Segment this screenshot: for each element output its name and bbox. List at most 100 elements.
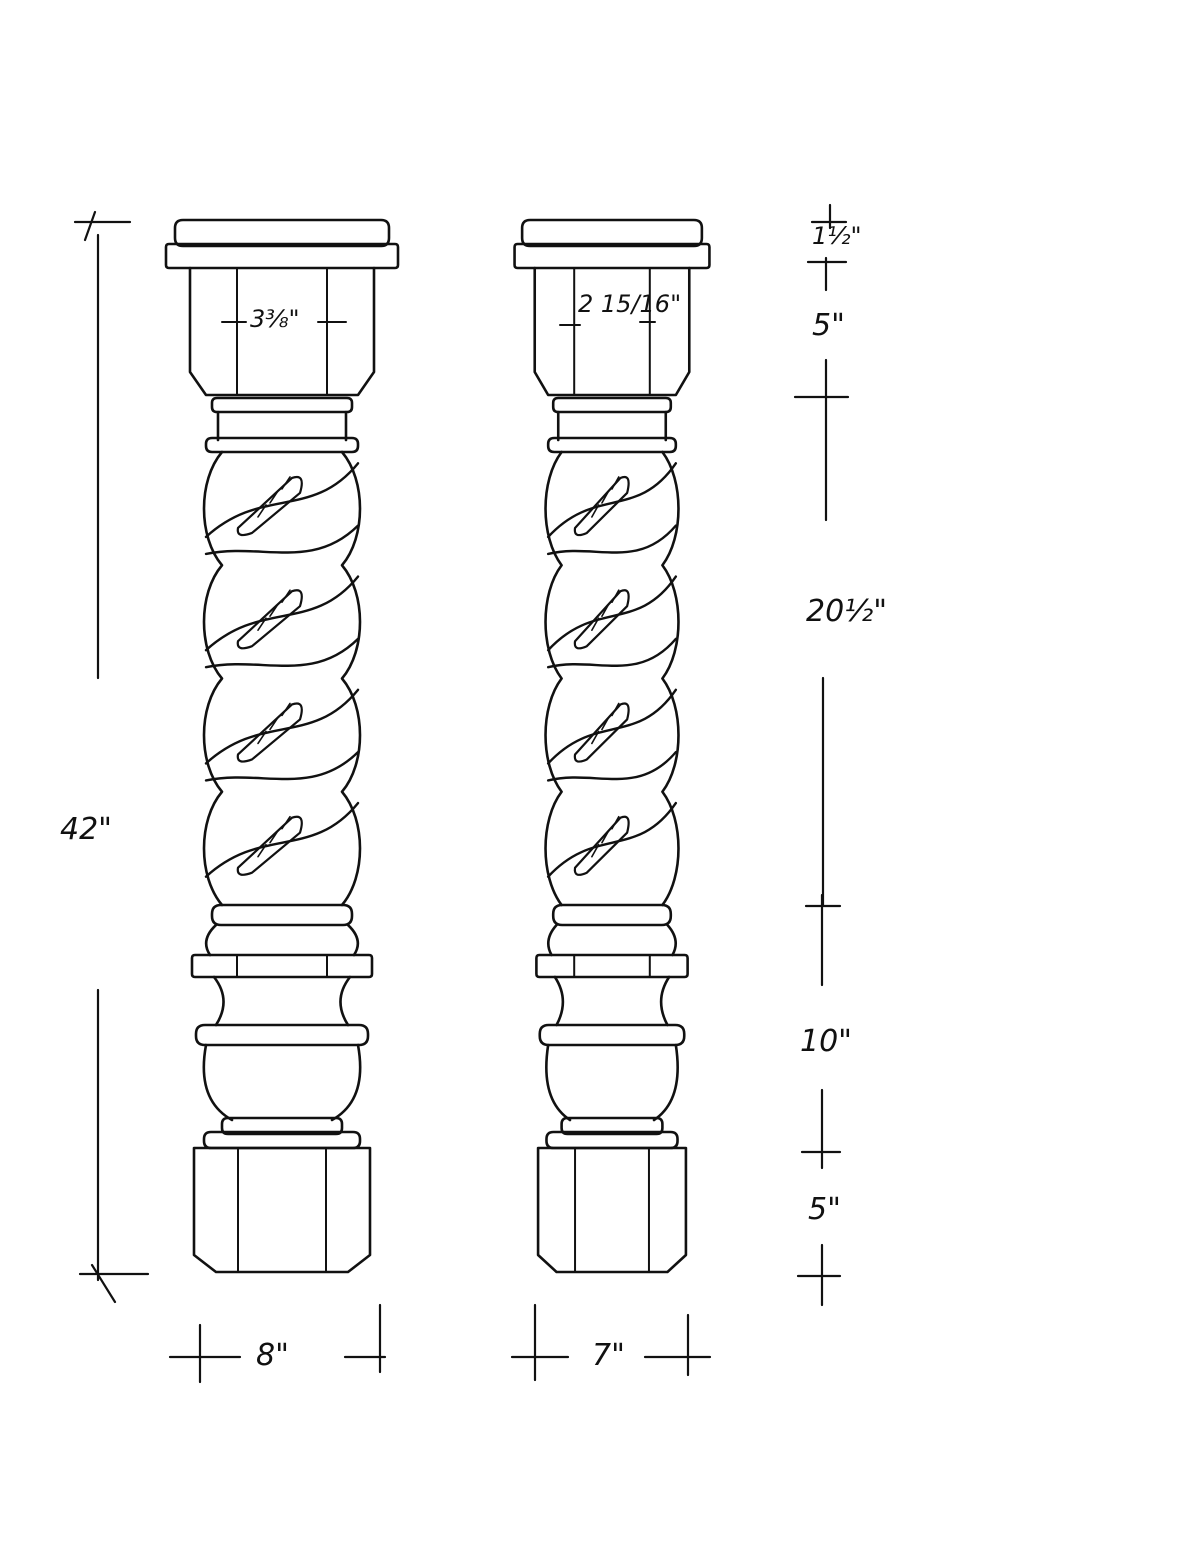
left-column-slot-hatch (269, 490, 279, 504)
right-column-cap-top (520, 218, 704, 248)
right-column-twist-right-edge (661, 450, 680, 907)
left-column-twist-strand (204, 688, 360, 765)
left-column-collar (216, 410, 348, 442)
left-column-twist-slot (236, 702, 303, 763)
right-column-twist-strand (546, 801, 678, 878)
right-column-slot-hatch (611, 815, 620, 830)
left-column-twist-strand (204, 801, 360, 878)
left-column-slot-hatch (257, 617, 267, 632)
left-column-cap-molding (164, 242, 400, 270)
left-column-base-ring (220, 1116, 344, 1136)
right-column-collar-bead (546, 436, 678, 454)
left-column-lower-bead (210, 903, 354, 927)
right-column-twist-strand (546, 462, 678, 539)
right-column-cap-molding (513, 242, 711, 270)
left-column-base-facets (237, 1147, 327, 1273)
left-column-base-block (192, 1146, 372, 1274)
label-left-width: 8" (256, 1338, 289, 1373)
label-overall-height: 42" (60, 812, 112, 847)
overall-height-dimension-line (73, 210, 150, 1304)
right-column-twist-left-edge (544, 450, 563, 907)
right-column-slot-hatch (591, 843, 600, 858)
left-column-vase (202, 1043, 362, 1122)
right-column-twist-slot (573, 702, 630, 763)
right-column-slot-hatch (601, 603, 610, 618)
left-column-slot-hatch (281, 476, 291, 490)
right-column-base-ring (560, 1116, 664, 1136)
left-column-twist-strand (204, 575, 360, 652)
right-column-base-facets (574, 1147, 650, 1273)
right-column-slot-hatch (611, 476, 620, 490)
label-upper-block-height: 5" (812, 308, 845, 343)
left-column-slot-hatch (281, 702, 291, 717)
left-column-twist-right-edge (340, 450, 362, 907)
left-column-upper-block-facets (236, 267, 328, 396)
right-column-lower-cove (546, 923, 678, 957)
right-column-slot-hatch (591, 504, 600, 518)
right-column-band-facets (573, 954, 651, 978)
right-column-twist-strand (546, 575, 678, 652)
left-width-dimension-line (168, 1303, 387, 1384)
right-column-twist-strand (546, 637, 678, 669)
right-column-slot-hatch (601, 716, 610, 731)
right-column-collar (556, 410, 668, 442)
right-column-slot-hatch (601, 490, 610, 504)
right-column-twist-strand (546, 750, 678, 782)
right-column-twist-slot (573, 815, 630, 876)
right-column-neck (553, 975, 671, 1027)
left-column-slot-hatch (257, 843, 267, 858)
left-column-twist-strand (204, 637, 360, 669)
left-column-neck-bead (194, 1023, 370, 1047)
right-column-slot-hatch (601, 829, 610, 844)
right-column-slot-hatch (591, 730, 600, 745)
right-column-base-block (536, 1146, 688, 1274)
right-column-middle-band (535, 953, 689, 979)
label-lower-turning-height: 10" (800, 1024, 852, 1059)
left-column-slot-hatch (257, 504, 267, 518)
label-left-block-face: 3⅜" (250, 305, 300, 333)
right-width-dimension-line (510, 1303, 712, 1382)
right-dimension-chain (793, 203, 850, 1307)
left-column-slot-hatch (257, 730, 267, 745)
left-column-slot-hatch (281, 815, 291, 830)
left-column-twist-left-edge (202, 450, 224, 907)
left-column-middle-band (190, 953, 374, 979)
left-column-collar-bead (204, 436, 360, 454)
right-column-neck-bead (538, 1023, 686, 1047)
left-column-cap-top (173, 218, 391, 248)
left-column-neck (212, 975, 352, 1027)
label-base-height: 5" (808, 1192, 841, 1227)
right-column-slot-hatch (611, 589, 620, 604)
right-column-twist-strand (546, 688, 678, 765)
left-column-twist-strand (204, 750, 360, 782)
right-column-collar-ring (551, 396, 673, 414)
right-column-upper-block (533, 266, 691, 397)
label-cap-height: 1½" (812, 222, 862, 250)
right-column-vase (545, 1043, 679, 1122)
label-right-block-face: 2 15/16" (578, 290, 682, 318)
left-column-slot-hatch (269, 716, 279, 731)
left-column-upper-block (188, 266, 376, 397)
right-column-slot-hatch (591, 617, 600, 632)
label-right-width: 7" (592, 1338, 625, 1373)
right-column-slot-hatch (611, 702, 620, 717)
right-column-twist-slot (573, 589, 630, 650)
left-column-twist-slot (236, 589, 303, 650)
left-column-band-facets (236, 954, 328, 978)
left-column-slot-hatch (269, 603, 279, 618)
right-column-upper-block-facets (573, 267, 651, 396)
left-column-lower-cove (204, 923, 360, 957)
block-face-dimension-ticks (221, 321, 656, 326)
right-column-twist-strand (546, 524, 678, 556)
right-column-twist-slot (573, 475, 630, 537)
left-column-twist-strand (204, 462, 360, 539)
left-column-slot-hatch (269, 829, 279, 844)
left-column-slot-hatch (281, 589, 291, 604)
left-column-collar-ring (210, 396, 354, 414)
left-column-twist-strand (204, 524, 360, 556)
left-column-twist-slot (236, 475, 303, 537)
right-column-lower-bead (551, 903, 673, 927)
left-column-twist-slot (236, 815, 303, 876)
